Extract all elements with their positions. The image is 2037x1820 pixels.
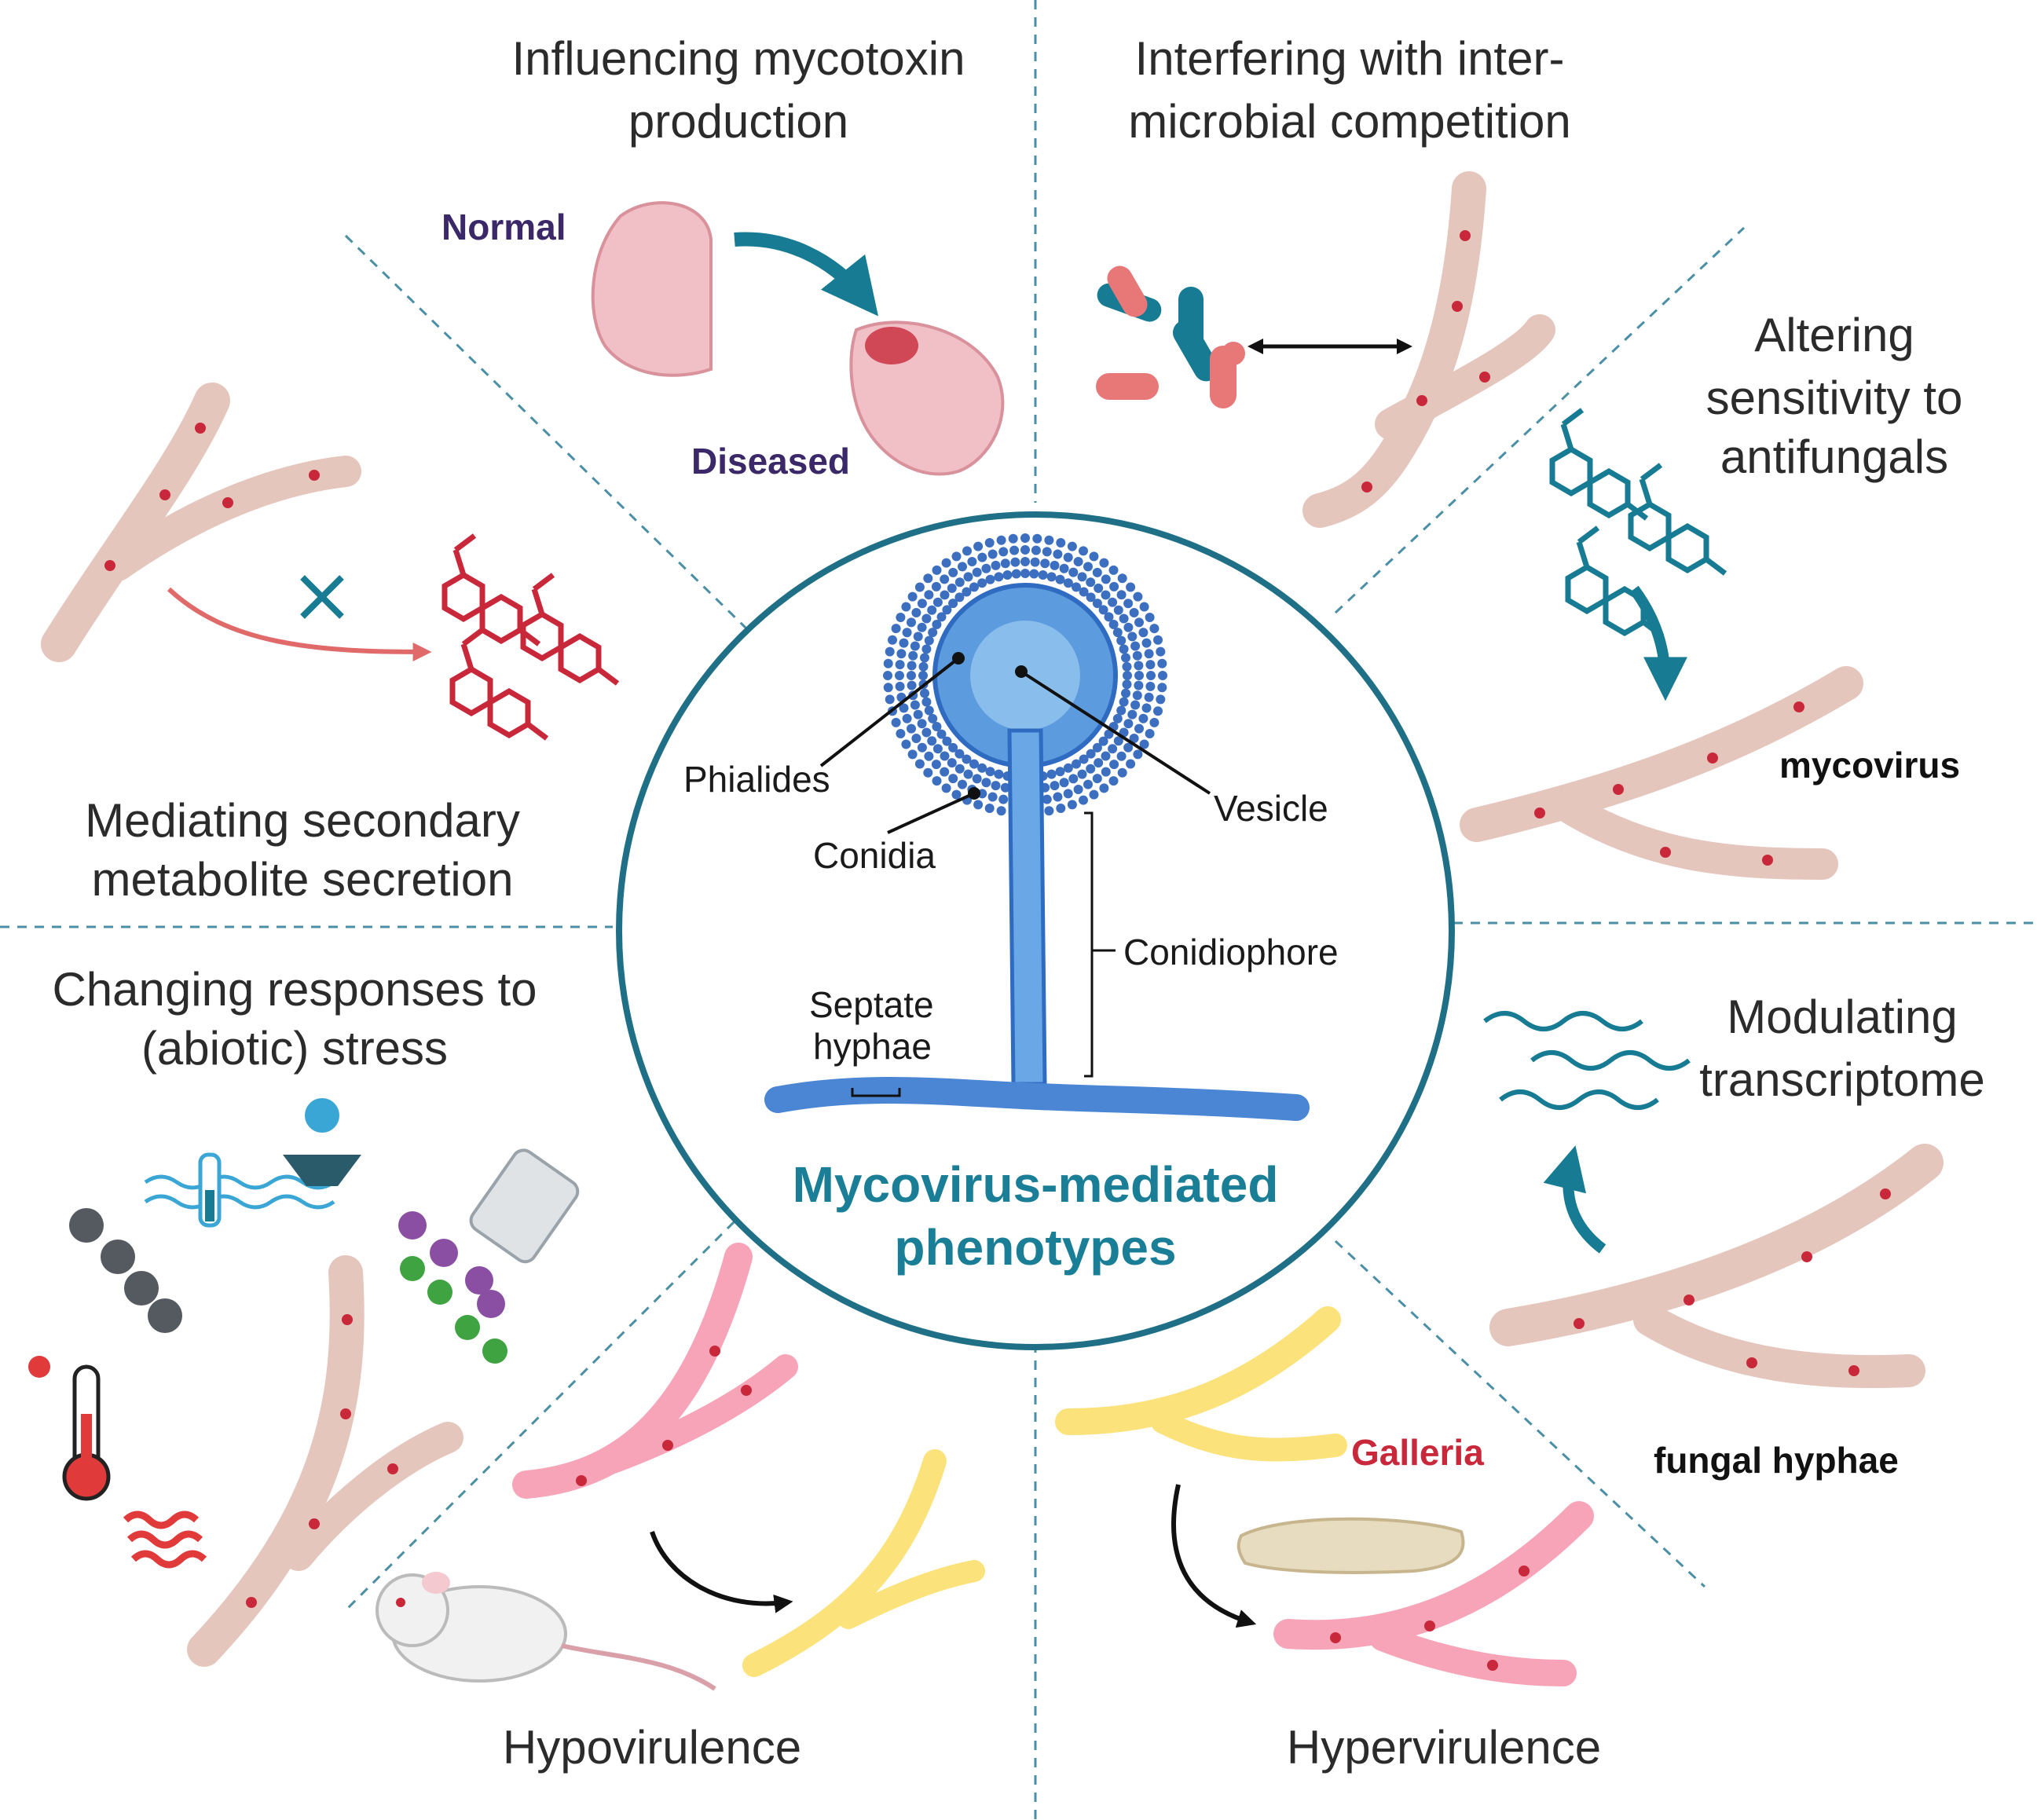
water-pressure-icon bbox=[144, 1152, 335, 1228]
antifungal-arrow-icon bbox=[1629, 585, 1687, 701]
progression-arrow-icon bbox=[734, 232, 879, 317]
conidia-spores-icon bbox=[883, 533, 1167, 818]
mycovirus-label: mycovirus bbox=[1779, 745, 1960, 785]
hypha-transcriptome-icon bbox=[1489, 1144, 1944, 1389]
hypha-secondary-icon bbox=[41, 383, 361, 662]
salt-shaker-icon bbox=[469, 1148, 580, 1264]
vesicle-label: Vesicle bbox=[1214, 788, 1328, 829]
septate-label-line2: hyphae bbox=[813, 1026, 932, 1067]
phialides-label: Phialides bbox=[683, 759, 830, 800]
fungal-hyphae-label: fungal hyphae bbox=[1654, 1440, 1899, 1481]
normal-label: Normal bbox=[441, 207, 566, 247]
thermometer-icon bbox=[28, 1356, 111, 1501]
hypovirulence-heading: Hypovirulence bbox=[503, 1721, 801, 1774]
transcriptome-heading-line2: transcriptome bbox=[1699, 1053, 1984, 1106]
mycotoxin-heading-line1: Influencing mycotoxin bbox=[512, 32, 965, 85]
rna-wave-icon bbox=[1483, 1011, 1691, 1110]
mycotoxin-heading-line2: production bbox=[628, 95, 848, 148]
hypha-antifungal-icon bbox=[1460, 666, 1863, 880]
hypervirulence-heading: Hypervirulence bbox=[1287, 1721, 1601, 1774]
galleria-larva-icon bbox=[1236, 1517, 1465, 1574]
center-title-line2: phenotypes bbox=[894, 1219, 1176, 1276]
segment-antifungals: Altering sensitivity to antifungals myco… bbox=[1460, 309, 1963, 880]
segment-transcriptome: Modulating transcriptome fungal hyphae bbox=[1483, 991, 1985, 1481]
part-labels: Phialides Vesicle Conidia Conidiophore S… bbox=[683, 652, 1339, 1097]
segment-hypovirulence: Hypovirulence bbox=[376, 1243, 985, 1774]
hypha-yellow-hypo-icon bbox=[742, 1449, 985, 1677]
metabolite-molecule-icon bbox=[445, 536, 617, 738]
antifungals-heading-line3: antifungals bbox=[1720, 430, 1948, 483]
competition-heading-line1: Interfering with inter- bbox=[1135, 32, 1565, 85]
hypervirulence-arrow-icon bbox=[1171, 1484, 1257, 1628]
bacteria-icon bbox=[1096, 265, 1245, 408]
center-title-line1: Mycovirus-mediated bbox=[793, 1156, 1279, 1213]
hypha-competition-icon bbox=[1302, 171, 1555, 528]
transcriptome-heading-line1: Modulating bbox=[1727, 991, 1958, 1043]
hypha-pink-hyper-icon bbox=[1273, 1501, 1594, 1686]
hypha-stress-icon bbox=[187, 1255, 463, 1667]
hypovirulence-arrow-icon bbox=[650, 1531, 793, 1613]
transcriptome-arrow-icon bbox=[1543, 1145, 1607, 1254]
secondary-heading-line2: metabolite secretion bbox=[92, 853, 514, 906]
secretion-arrow-icon bbox=[167, 587, 432, 661]
antifungals-heading-line1: Altering bbox=[1754, 309, 1914, 361]
center-panel: Phialides Vesicle Conidia Conidiophore S… bbox=[616, 511, 1455, 1350]
mouse-icon bbox=[376, 1572, 716, 1691]
diseased-label: Diseased bbox=[691, 441, 850, 482]
conidiophore-label: Conidiophore bbox=[1123, 932, 1339, 972]
hypha-yellow-icon bbox=[1055, 1306, 1347, 1462]
segment-stress: Changing responses to (abiotic) stress bbox=[28, 963, 580, 1667]
stress-heading-line1: Changing responses to bbox=[52, 963, 537, 1016]
normal-tissue-icon bbox=[591, 201, 713, 377]
salt-ions-icon bbox=[398, 1211, 507, 1364]
secondary-heading-line1: Mediating secondary bbox=[85, 794, 520, 847]
stress-heading-line2: (abiotic) stress bbox=[141, 1022, 448, 1075]
hypha-pink-hypo-icon bbox=[512, 1243, 798, 1499]
competition-heading-line2: microbial competition bbox=[1128, 95, 1571, 148]
segment-mycotoxin: Influencing mycotoxin production Normal … bbox=[441, 32, 1005, 482]
galleria-label: Galleria bbox=[1351, 1432, 1484, 1473]
heat-waves-icon bbox=[123, 1511, 207, 1569]
conidia-label: Conidia bbox=[813, 835, 936, 876]
conidiophore-illustration bbox=[764, 533, 1310, 1121]
segment-secondary: Mediating secondary metabolite secretion bbox=[41, 383, 617, 906]
segment-hypervirulence: Galleria Hypervirulence bbox=[1055, 1306, 1601, 1774]
light-sun-icon bbox=[283, 1098, 361, 1186]
antifungals-heading-line2: sensitivity to bbox=[1706, 372, 1963, 424]
blocked-x-icon bbox=[300, 575, 344, 619]
polymer-chain-icon bbox=[69, 1208, 182, 1333]
segment-competition: Interfering with inter- microbial compet… bbox=[1096, 32, 1571, 528]
lesion-icon bbox=[865, 327, 918, 364]
septate-label-line1: Septate bbox=[809, 984, 934, 1025]
